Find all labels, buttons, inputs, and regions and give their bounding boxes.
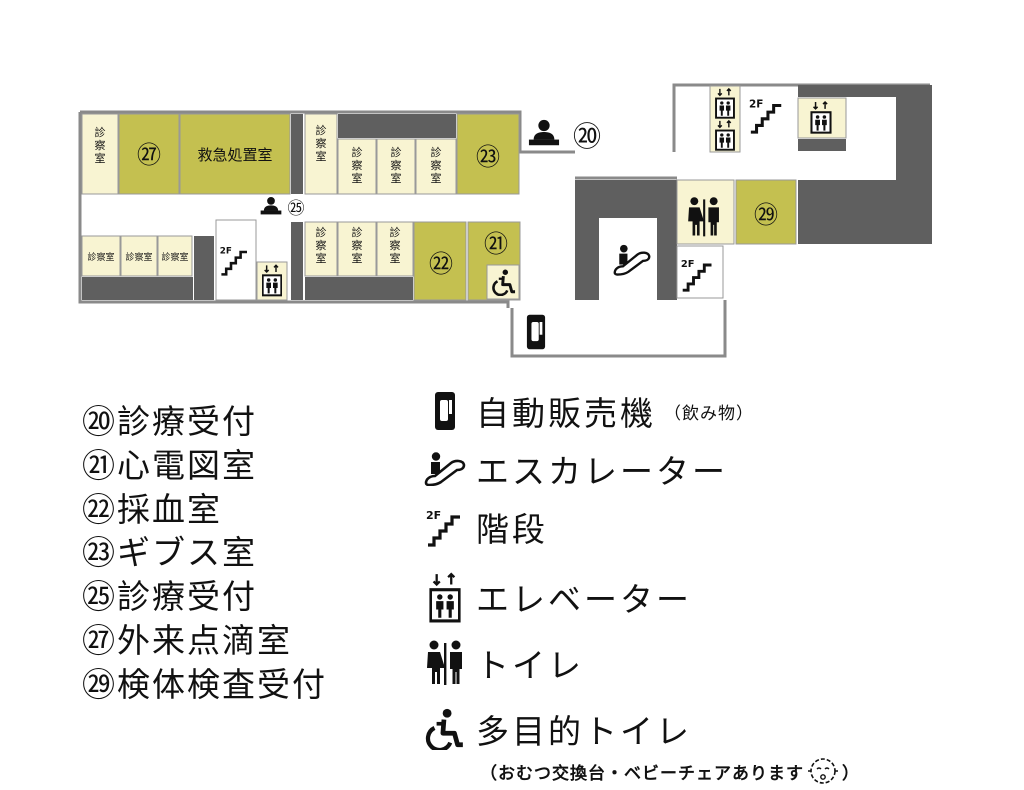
room-22: [413, 221, 467, 301]
room-number-23: ㉓: [476, 143, 500, 171]
room-label-shinsatsu: 診察室: [316, 225, 327, 265]
room-shinsatsu-5: [415, 138, 457, 195]
room-shinsatsu-4: [376, 138, 416, 195]
room-number-21: ㉑: [484, 230, 508, 258]
room-number-25: ㉕: [288, 199, 305, 219]
legend-label: 階段: [476, 510, 548, 549]
legend-label: エレベーター: [476, 580, 692, 619]
stairs-icon: [420, 502, 470, 552]
room-shinsatsu-1: [81, 113, 119, 195]
legend-label: エスカレーター: [476, 452, 728, 491]
legend-item: ㉗外来点滴室: [82, 620, 292, 660]
legend-item: ⑳診療受付: [82, 402, 257, 441]
legend-elevator: エレベーター: [420, 572, 692, 623]
legend-label: トイレ: [476, 646, 584, 685]
room-kyukyu: [179, 113, 291, 195]
wall-block: [657, 218, 677, 300]
room-23: [456, 113, 520, 195]
room-label-shinsatsu: 診察室: [316, 123, 327, 163]
legend-escalator: エスカレーター: [420, 444, 728, 494]
room-label-shinsatsu: 診察室: [390, 225, 401, 265]
room-label-shinsatsu: 診察室: [125, 251, 152, 263]
room-label-shinsatsu: 診察室: [87, 251, 114, 263]
room-number-27: ㉗: [137, 141, 161, 169]
reception-icon: [528, 119, 560, 146]
wall-block: [82, 277, 193, 300]
wall-block: [575, 180, 599, 300]
vending-machine-icon: [420, 386, 470, 436]
room-shinsatsu-8: [157, 235, 193, 277]
room-number-29: ㉙: [754, 201, 778, 229]
toilet-icon: [420, 638, 470, 688]
toilet-icon: [688, 197, 719, 237]
room-label-shinsatsu: 診察室: [431, 145, 442, 185]
legend-vending: 自動販売機 （飲み物）: [420, 386, 754, 436]
legend-item: ㉙検体検査受付: [82, 664, 327, 704]
room-legend: ⑳診療受付 ㉑心電図室 ㉒採血室 ㉓ギブス室 ㉕診療受付 ㉗外来点滴室 ㉙検体検…: [82, 400, 327, 707]
legend-accessible: 多目的トイレ: [420, 704, 692, 754]
room-29: [735, 179, 797, 245]
room-shinsatsu-6: [81, 235, 121, 277]
legend-item: ㉒採血室: [82, 489, 222, 529]
room-shinsatsu-2: [304, 113, 338, 195]
legend-item: ㉓ギブス室: [82, 533, 257, 573]
note-text: ）: [842, 763, 860, 784]
baby-icon: [808, 758, 838, 784]
room-label-shinsatsu: 診察室: [161, 251, 188, 263]
wall-block: [305, 277, 413, 300]
vending-machine-icon: [526, 314, 546, 350]
wall-block: [291, 222, 303, 300]
room-label-shinsatsu: 診察室: [95, 125, 106, 165]
escalator-icon: [420, 444, 470, 494]
accessible-toilet-icon: [420, 704, 470, 754]
reception-icon: [260, 196, 282, 215]
stairs-icon: [748, 96, 783, 134]
room-shinsatsu-3: [337, 138, 377, 195]
legend-label: 自動販売機: [476, 394, 656, 433]
legend-item: ㉑心電図室: [82, 445, 257, 485]
note-text: （おむつ交換台・ベビーチェアあります: [480, 763, 804, 784]
room-label-kyukyu: 救急処置室: [197, 146, 272, 164]
room-label-shinsatsu: 診察室: [352, 225, 363, 265]
room-shinsatsu-9: [304, 221, 338, 277]
escalator-icon: [613, 244, 651, 276]
wall-block: [194, 236, 214, 300]
building-outline: [78, 83, 930, 358]
wall-block: [798, 85, 896, 97]
legend-label: 多目的トイレ: [476, 712, 692, 751]
legend-note: （飲み物）: [664, 403, 754, 424]
room-shinsatsu-11: [376, 221, 414, 277]
accessible-toilet-note: （おむつ交換台・ベビーチェアあります ）: [480, 756, 860, 786]
wall-block: [896, 85, 932, 195]
wall-block: [599, 180, 677, 218]
legend-stairs: 階段: [420, 502, 548, 552]
room-label-shinsatsu: 診察室: [352, 145, 363, 185]
room-number-20: ⑳: [573, 120, 601, 153]
room-number-22: ㉒: [429, 250, 453, 278]
elevator-icon: [420, 572, 470, 623]
toilet-area: [676, 179, 735, 245]
room-shinsatsu-7: [120, 235, 158, 277]
legend-item: ㉕診療受付: [82, 577, 257, 617]
legend-toilet: トイレ: [420, 638, 584, 688]
room-label-shinsatsu: 診察室: [391, 145, 402, 185]
wall-block: [291, 114, 303, 194]
facility-legend: 自動販売機 （飲み物） エスカレーター 階段 エレベーター トイレ 多目的トイレ…: [420, 386, 1020, 790]
wall-block: [338, 114, 456, 138]
wall-block: [798, 139, 846, 151]
room-27: [118, 113, 180, 195]
room-shinsatsu-10: [337, 221, 377, 277]
